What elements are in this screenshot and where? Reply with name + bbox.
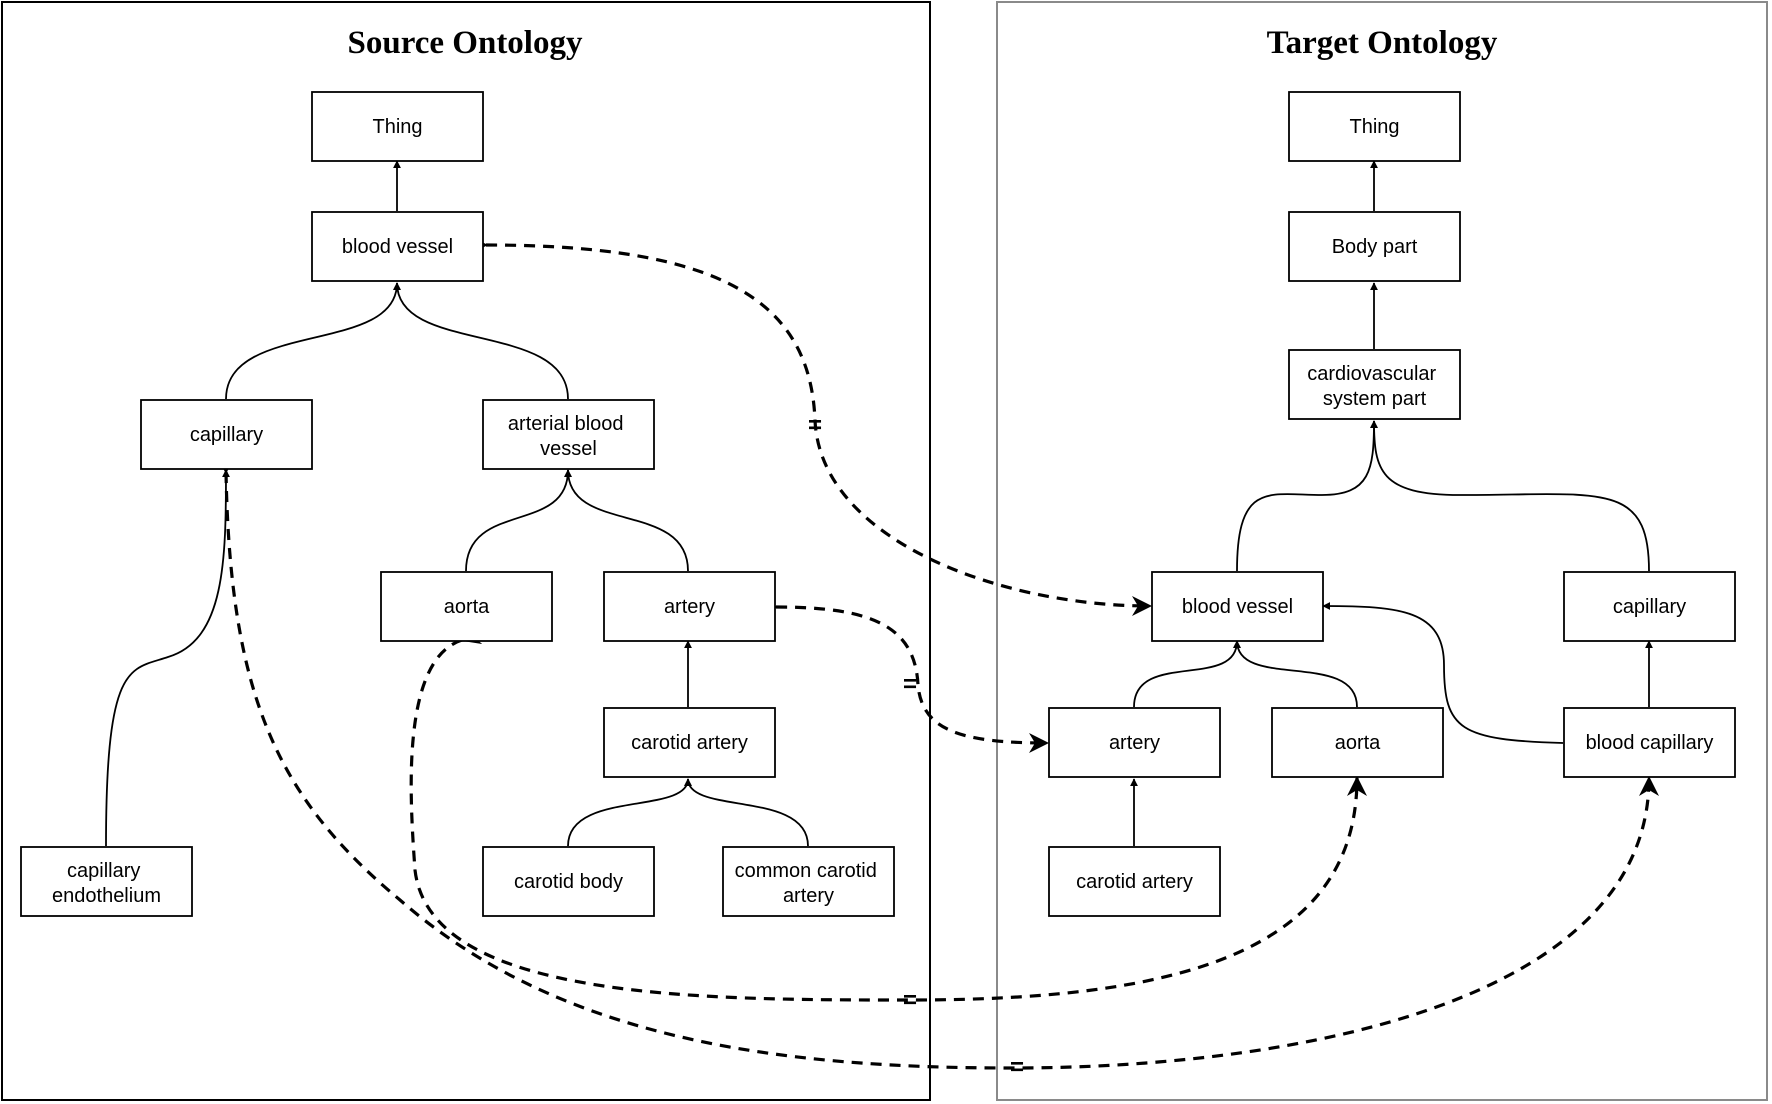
edge-aorta-to-arterial [465,469,572,572]
edge-capillary-to-cardio [1370,420,1650,572]
mapping-label-aorta: = [903,987,917,1014]
node-label: blood capillary [1586,732,1714,754]
source-node-thing[interactable]: Thing [311,91,484,162]
node-label: aorta [444,596,490,618]
source-panel [1,1,931,1101]
target-node-cardiovascular-system-part[interactable]: cardiovascular system part [1288,349,1461,420]
edge-blood-vessel-to-cardio [1236,420,1378,572]
source-node-carotid-body[interactable]: carotid body [482,846,655,917]
node-label: capillary [190,424,263,446]
node-label: carotid artery [1076,871,1193,893]
edge-common-carotid-to-carotid [684,778,809,847]
target-node-body-part[interactable]: Body part [1288,211,1461,282]
edge-capillary-endothelium-to-capillary [105,469,230,847]
target-title: Target Ontology [1267,25,1498,61]
target-panel [996,1,1768,1101]
node-label-line-1: arterial blood [508,413,624,435]
mapping-links [215,234,1659,1070]
mapping-label-blood-vessel: = [808,412,822,439]
node-label: capillary endothelium [52,860,161,907]
target-nodes: Thing Body part cardiovascular system pa… [1048,91,1736,917]
node-label: Thing [1349,116,1399,138]
node-label-line-2: system part [1323,388,1427,410]
node-label: blood vessel [1182,596,1293,618]
node-label-line-1: common carotid [735,860,877,882]
target-node-blood-capillary[interactable]: blood capillary [1563,707,1736,778]
target-node-blood-vessel[interactable]: blood vessel [1151,571,1324,642]
target-node-artery[interactable]: artery [1048,707,1221,778]
mapping-label-artery: = [903,671,917,698]
node-label: common carotid artery [735,860,883,907]
edge-artery-to-arterial [564,469,689,572]
node-label: carotid body [514,871,623,893]
source-node-capillary-endothelium[interactable]: capillary endothelium [20,846,193,917]
node-label: carotid artery [631,732,748,754]
edge-artery-to-blood-vessel [1133,640,1241,708]
node-label-line-2: endothelium [52,885,161,907]
edge-arterial-to-blood-vessel [393,282,569,400]
node-label-line-2: artery [783,885,834,907]
node-label: arterial blood vessel [508,413,629,460]
node-label-line-1: capillary [67,860,140,882]
source-node-arterial-blood-vessel[interactable]: arterial blood vessel [482,399,655,470]
source-nodes: Thing blood vessel capillary arterial bl… [20,91,895,917]
node-label-line-1: cardiovascular [1307,363,1436,385]
node-label: Thing [372,116,422,138]
target-node-capillary[interactable]: capillary [1563,571,1736,642]
mapping-labels: = = = = [808,412,1024,1081]
source-node-artery[interactable]: artery [603,571,776,642]
target-node-thing[interactable]: Thing [1288,91,1461,162]
source-node-carotid-artery[interactable]: carotid artery [603,707,776,778]
node-label: cardiovascular system part [1307,363,1442,410]
source-node-blood-vessel[interactable]: blood vessel [311,211,484,282]
source-node-common-carotid-artery[interactable]: common carotid artery [722,846,895,917]
node-label: blood vessel [342,236,453,258]
node-label: artery [1109,732,1160,754]
node-label: capillary [1613,596,1686,618]
source-node-capillary[interactable]: capillary [140,399,313,470]
edge-aorta-to-blood-vessel [1233,640,1358,708]
mapping-capillary [215,453,1659,1070]
target-node-aorta[interactable]: aorta [1271,707,1444,778]
edge-capillary-to-blood-vessel [225,282,401,400]
source-node-aorta[interactable]: aorta [380,571,553,642]
mapping-aorta [409,624,1367,1002]
target-node-carotid-artery[interactable]: carotid artery [1048,846,1221,917]
node-label-line-2: vessel [540,438,597,460]
source-title: Source Ontology [348,25,583,61]
edge-carotid-body-to-carotid [567,778,692,847]
mapping-label-capillary: = [1010,1054,1024,1081]
node-label: artery [664,596,715,618]
node-label: Body part [1332,236,1418,258]
node-label: aorta [1335,732,1381,754]
